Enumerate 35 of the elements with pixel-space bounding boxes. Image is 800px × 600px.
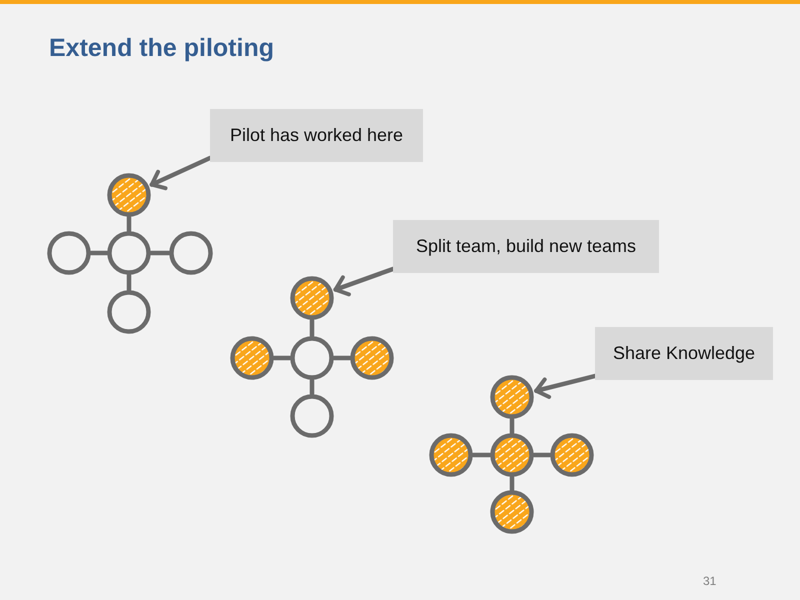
circle-outline — [47, 231, 91, 275]
hatched-circle — [429, 433, 473, 477]
callout-label: Pilot has worked here — [210, 109, 423, 162]
connector-line — [532, 452, 552, 458]
slide-title: Extend the piloting — [49, 34, 274, 63]
connector-line — [332, 356, 352, 360]
connector-line — [148, 250, 172, 256]
arrow — [333, 266, 396, 296]
circle-outline — [290, 336, 334, 380]
connector-line — [310, 318, 314, 338]
hatched-circle — [490, 433, 534, 477]
callout-label: Share Knowledge — [595, 327, 773, 380]
circle-outline — [169, 231, 213, 275]
connector-line — [510, 474, 514, 492]
circle-outline — [107, 290, 151, 334]
hatched-circle — [230, 336, 274, 380]
hatched-circle — [290, 276, 334, 320]
arrow — [534, 374, 598, 399]
connector-line — [126, 272, 132, 292]
hatched-circle — [550, 433, 594, 477]
connector-line — [88, 250, 110, 256]
connector-line — [126, 214, 132, 234]
page-number: 31 — [703, 574, 716, 588]
circle-outline — [290, 394, 334, 438]
connector-line — [272, 356, 292, 360]
hatched-circle — [350, 336, 394, 380]
connector-line — [310, 378, 314, 396]
hatched-circle — [107, 173, 151, 217]
callout-label: Split team, build new teams — [393, 220, 659, 273]
arrow — [150, 156, 212, 190]
hatched-circle — [490, 375, 534, 419]
connector-line — [470, 452, 492, 458]
connector-line — [510, 416, 514, 436]
hatched-circle — [490, 490, 534, 534]
circle-outline — [107, 231, 151, 275]
